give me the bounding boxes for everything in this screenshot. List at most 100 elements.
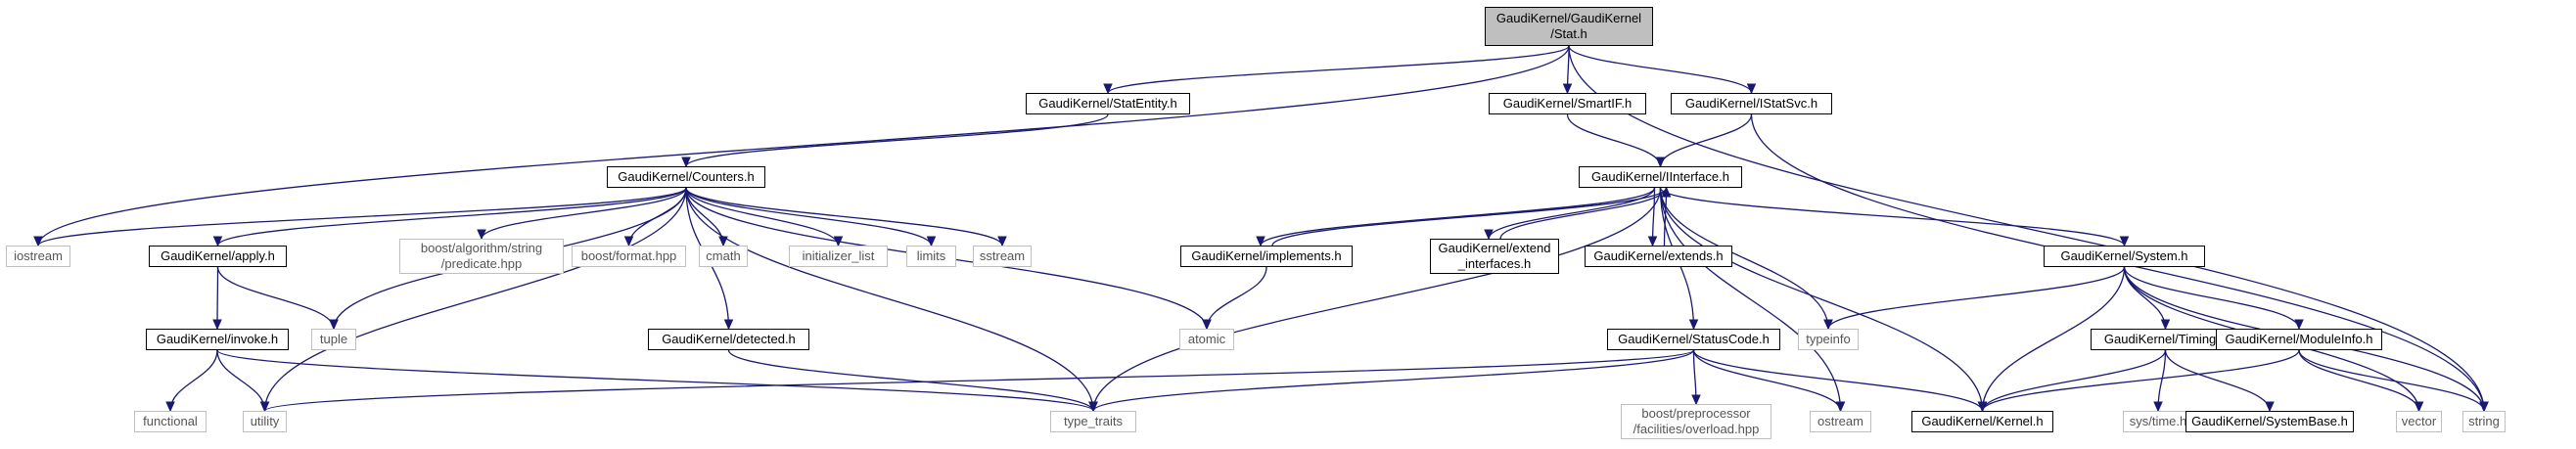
node-implements-h[interactable]: GaudiKernel/implements.h — [1180, 246, 1353, 267]
node-extends-h[interactable]: GaudiKernel/extends.h — [1585, 246, 1732, 267]
node-atomic: atomic — [1179, 329, 1234, 350]
edge-iinterface-to-typetraits — [1092, 187, 1662, 412]
arrowhead-statuscode-to-utility — [259, 401, 270, 413]
edge-statuscode-to-ostream — [1692, 349, 1842, 412]
edge-implements-to-iinterface — [1271, 187, 1668, 247]
node-apply-h[interactable]: GaudiKernel/apply.h — [149, 246, 287, 267]
arrowhead-counters-to-format — [623, 236, 634, 247]
node-label-line: GaudiKernel/IStatSvc.h — [1684, 96, 1818, 111]
arrowhead-timing-to-systime — [2153, 401, 2163, 413]
node-label-line: GaudiKernel/SystemBase.h — [2191, 414, 2348, 428]
arrowhead-invoke-to-functional — [165, 401, 175, 413]
edge-istatsvc-to-iinterface — [1659, 113, 1753, 167]
node-stat-h[interactable]: GaudiKernel/GaudiKernel/Stat.h — [1485, 7, 1653, 46]
node-typeinfo: typeinfo — [1798, 329, 1859, 350]
node-label-line: boost/preprocessor — [1641, 406, 1751, 421]
node-label-line: sstream — [979, 248, 1026, 263]
arrowhead-counters-to-predicate — [477, 229, 486, 241]
node-iinterface-h[interactable]: GaudiKernel/IInterface.h — [1579, 166, 1742, 188]
node-label-line: GaudiKernel/detected.h — [662, 332, 796, 346]
arrowhead-stat-to-istatsvc — [1746, 83, 1757, 95]
arrowhead-implements-to-atomic — [1202, 319, 1212, 331]
edge-system-to-moduleinfo — [2123, 266, 2300, 330]
node-systembase-h[interactable]: GaudiKernel/SystemBase.h — [2185, 411, 2354, 432]
node-detected-h[interactable]: GaudiKernel/detected.h — [648, 329, 809, 350]
node-label-line: GaudiKernel/Timing.h — [2103, 332, 2228, 346]
node-smartif-h[interactable]: GaudiKernel/SmartIF.h — [1489, 93, 1646, 114]
node-label-line: /predicate.hpp — [440, 256, 523, 271]
node-label-line: GaudiKernel/IInterface.h — [1591, 169, 1729, 184]
arrowhead-iinterface-to-extendif — [1484, 229, 1494, 241]
node-boost-format-hpp: boost/format.hpp — [572, 246, 686, 267]
node-label-line: vector — [2401, 414, 2437, 428]
edge-smartif-to-iinterface — [1566, 113, 1662, 167]
node-label-line: GaudiKernel/extends.h — [1593, 248, 1724, 263]
node-iostream: iostream — [6, 246, 70, 267]
node-ostream: ostream — [1810, 411, 1871, 432]
edge-stat-to-istatsvc — [1568, 45, 1753, 94]
arrowhead-moduleinfo-to-string — [2479, 401, 2489, 413]
arrowhead-apply-to-tuple — [329, 319, 339, 331]
node-sstream: sstream — [973, 246, 1032, 267]
arrowhead-apply-to-invoke — [212, 319, 222, 331]
node-label-line: boost/format.hpp — [580, 248, 677, 263]
node-label-line: utility — [250, 414, 280, 428]
edge-counters-to-typetraits — [685, 187, 1094, 412]
node-label-line: limits — [916, 248, 946, 263]
edge-iinterface-to-kernel — [1659, 187, 1984, 412]
node-system-h[interactable]: GaudiKernel/System.h — [2044, 246, 2205, 267]
edge-counters-to-sstream — [685, 187, 1003, 247]
node-label-line: string — [2468, 414, 2500, 428]
node-label-line: GaudiKernel/System.h — [2060, 248, 2188, 263]
edge-iinterface-to-system — [1659, 187, 2126, 247]
node-moduleinfo-h[interactable]: GaudiKernel/ModuleInfo.h — [2216, 329, 2382, 350]
node-statuscode-h[interactable]: GaudiKernel/StatusCode.h — [1607, 329, 1780, 350]
node-label-line: GaudiKernel/Kernel.h — [1921, 414, 2044, 428]
node-label-line: GaudiKernel/invoke.h — [156, 332, 279, 346]
edge-moduleinfo-to-kernel — [1981, 349, 2300, 412]
node-statentity-h[interactable]: GaudiKernel/StatEntity.h — [1026, 93, 1190, 114]
edge-implements-to-atomic — [1206, 266, 1267, 330]
edge-counters-to-predicate — [481, 187, 687, 240]
node-label-line: functional — [143, 414, 198, 428]
arrowhead-counters-to-limits — [926, 236, 937, 247]
node-label-line: ostream — [1817, 414, 1863, 428]
edge-invoke-to-functional — [169, 349, 218, 412]
arrowhead-statuscode-to-typetraits — [1088, 401, 1098, 413]
edge-stat-to-iostream — [37, 45, 1570, 247]
node-type-traits: type_traits — [1050, 411, 1136, 432]
arrowhead-counters-to-iostream — [33, 236, 43, 247]
arrowhead-counters-to-detected — [723, 319, 734, 331]
edge-system-to-kernel — [1981, 266, 2126, 412]
node-extend-interfaces-h[interactable]: GaudiKernel/extend_interfaces.h — [1430, 239, 1559, 274]
arrowhead-moduleinfo-to-vector — [2414, 401, 2424, 413]
node-label-line: GaudiKernel/StatEntity.h — [1038, 96, 1177, 111]
edge-statuscode-to-utility — [263, 349, 1695, 412]
edge-iinterface-to-ostream — [1659, 187, 1842, 412]
node-string: string — [2462, 411, 2506, 432]
node-label-line: cmath — [706, 248, 741, 263]
arrowhead-statuscode-to-ostream — [1835, 401, 1846, 413]
edge-counters-to-apply — [216, 187, 687, 247]
edge-statuscode-to-typetraits — [1092, 349, 1695, 412]
edge-timing-to-systembase — [2164, 349, 2271, 412]
arrowhead-iinterface-to-statuscode — [1688, 319, 1699, 331]
node-limits: limits — [906, 246, 956, 267]
arrowhead-stat-to-smartif — [1562, 83, 1573, 95]
edge-counters-to-iostream — [37, 187, 687, 247]
edge-statuscode-to-kernel — [1692, 349, 1984, 412]
arrowhead-moduleinfo-to-kernel — [1977, 401, 1988, 413]
edge-counters-to-utility — [263, 187, 687, 412]
node-label-line: type_traits — [1064, 414, 1123, 428]
node-kernel-h[interactable]: GaudiKernel/Kernel.h — [1911, 411, 2053, 432]
node-label-line: GaudiKernel/StatusCode.h — [1618, 332, 1770, 346]
arrowhead-iinterface-to-implements — [1256, 236, 1265, 247]
edge-statentity-to-counters — [685, 113, 1109, 167]
edge-apply-to-tuple — [216, 266, 335, 330]
node-overload-hpp: boost/preprocessor/facilities/overload.h… — [1621, 404, 1771, 439]
arrowhead-iinterface-to-system — [2119, 236, 2130, 247]
arrowhead-system-to-moduleinfo — [2294, 319, 2304, 331]
node-counters-h[interactable]: GaudiKernel/Counters.h — [607, 166, 765, 188]
node-invoke-h[interactable]: GaudiKernel/invoke.h — [146, 329, 289, 350]
node-istatsvc-h[interactable]: GaudiKernel/IStatSvc.h — [1671, 93, 1832, 114]
